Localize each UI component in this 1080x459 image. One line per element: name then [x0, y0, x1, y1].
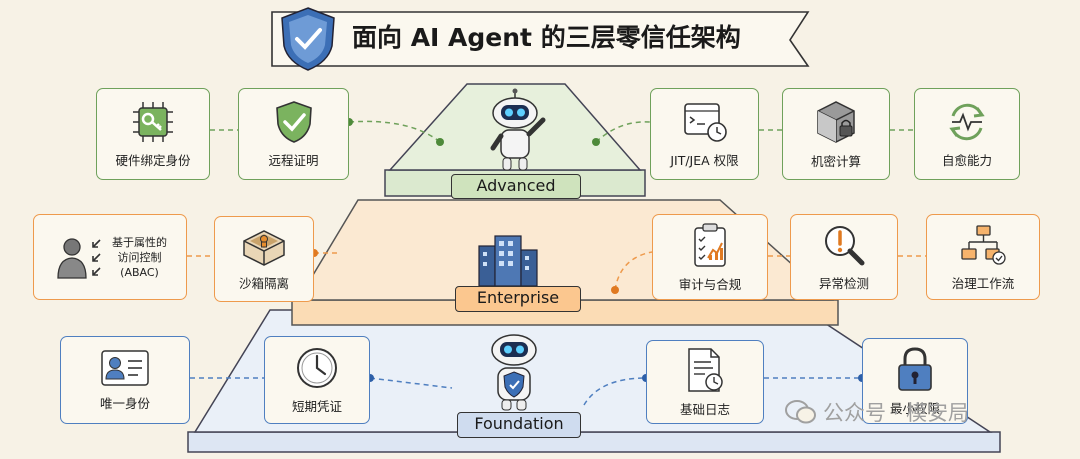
- card-jit-jea: JIT/JEA 权限: [650, 88, 759, 180]
- label-audit: 审计与合规: [678, 276, 742, 292]
- label-least-privilege: 最小权限: [889, 400, 940, 416]
- tier-label-enterprise: Enterprise: [455, 286, 581, 312]
- page-title: 面向 AI Agent 的三层零信任架构: [352, 23, 741, 52]
- chip-key-icon: [133, 101, 173, 142]
- label-abac-line2: 访问控制: [117, 250, 162, 264]
- label-hardware-binding: 硬件绑定身份: [115, 152, 191, 168]
- foundation-tier-base: [187, 431, 1001, 453]
- terminal-clock-icon: [683, 102, 727, 142]
- clock-icon: [297, 347, 337, 388]
- clipboard-check-icon: [694, 222, 726, 267]
- id-card-icon: [101, 349, 149, 386]
- watermark-text: 公众号 · 模安局: [823, 401, 970, 425]
- connector-dot: [611, 286, 619, 294]
- connector-dot: [592, 138, 600, 146]
- card-confidential-compute: 机密计算: [782, 88, 890, 180]
- watermark: 公众号 · 模安局: [785, 397, 969, 427]
- card-anomaly: 异常检测: [790, 214, 898, 300]
- connector-dot: [436, 138, 444, 146]
- magnifier-alert-icon: [825, 225, 865, 265]
- tier-label-foundation: Foundation: [457, 412, 581, 438]
- label-self-healing: 自愈能力: [941, 152, 992, 168]
- workflow-tree-icon: [961, 224, 1006, 265]
- advanced-connectors: [210, 120, 914, 143]
- self-heal-cycle-icon: [949, 103, 985, 140]
- card-unique-identity: 唯一身份: [60, 336, 190, 424]
- card-remote-attestation: 远程证明: [238, 88, 349, 180]
- padlock-icon: [898, 346, 932, 391]
- label-confidential-compute: 机密计算: [810, 153, 861, 169]
- label-audit-log: 基础日志: [679, 401, 730, 417]
- label-unique-identity: 唯一身份: [99, 395, 150, 411]
- robot-shield-icon: [491, 334, 537, 411]
- label-sandbox: 沙箱隔离: [238, 275, 289, 291]
- card-audit-log: 基础日志: [646, 340, 764, 424]
- card-audit: 审计与合规: [652, 214, 768, 300]
- card-least-privilege: 最小权限: [862, 338, 968, 424]
- card-self-healing: 自愈能力: [914, 88, 1020, 180]
- title-ribbon: [271, 11, 810, 67]
- label-anomaly: 异常检测: [818, 275, 869, 291]
- label-short-credential: 短期凭证: [291, 398, 342, 414]
- tier-label-advanced: Advanced: [451, 174, 581, 199]
- card-sandbox: 沙箱隔离: [214, 216, 314, 302]
- label-abac-line3: (ABAC): [120, 265, 159, 279]
- label-jit-jea: JIT/JEA 权限: [670, 152, 739, 168]
- wechat-icon: [785, 400, 816, 424]
- shield-icon: [281, 7, 335, 71]
- card-abac: 基于属性的 访问控制 (ABAC): [33, 214, 187, 300]
- card-short-credential: 短期凭证: [264, 336, 370, 424]
- foundation-connectors: [190, 377, 862, 406]
- sandbox-box-icon: [243, 229, 285, 266]
- log-document-icon: [688, 347, 723, 392]
- label-workflow: 治理工作流: [951, 275, 1015, 291]
- card-workflow: 治理工作流: [926, 214, 1040, 300]
- shield-check-icon: [275, 100, 312, 143]
- label-abac-line1: 基于属性的: [112, 235, 167, 249]
- robot-icon: [490, 88, 546, 171]
- user-attribute-icon: [57, 238, 101, 279]
- building-icon: [478, 235, 538, 287]
- card-hardware-binding: 硬件绑定身份: [96, 88, 210, 180]
- secure-box-icon: [817, 100, 855, 143]
- label-remote-attestation: 远程证明: [268, 152, 319, 168]
